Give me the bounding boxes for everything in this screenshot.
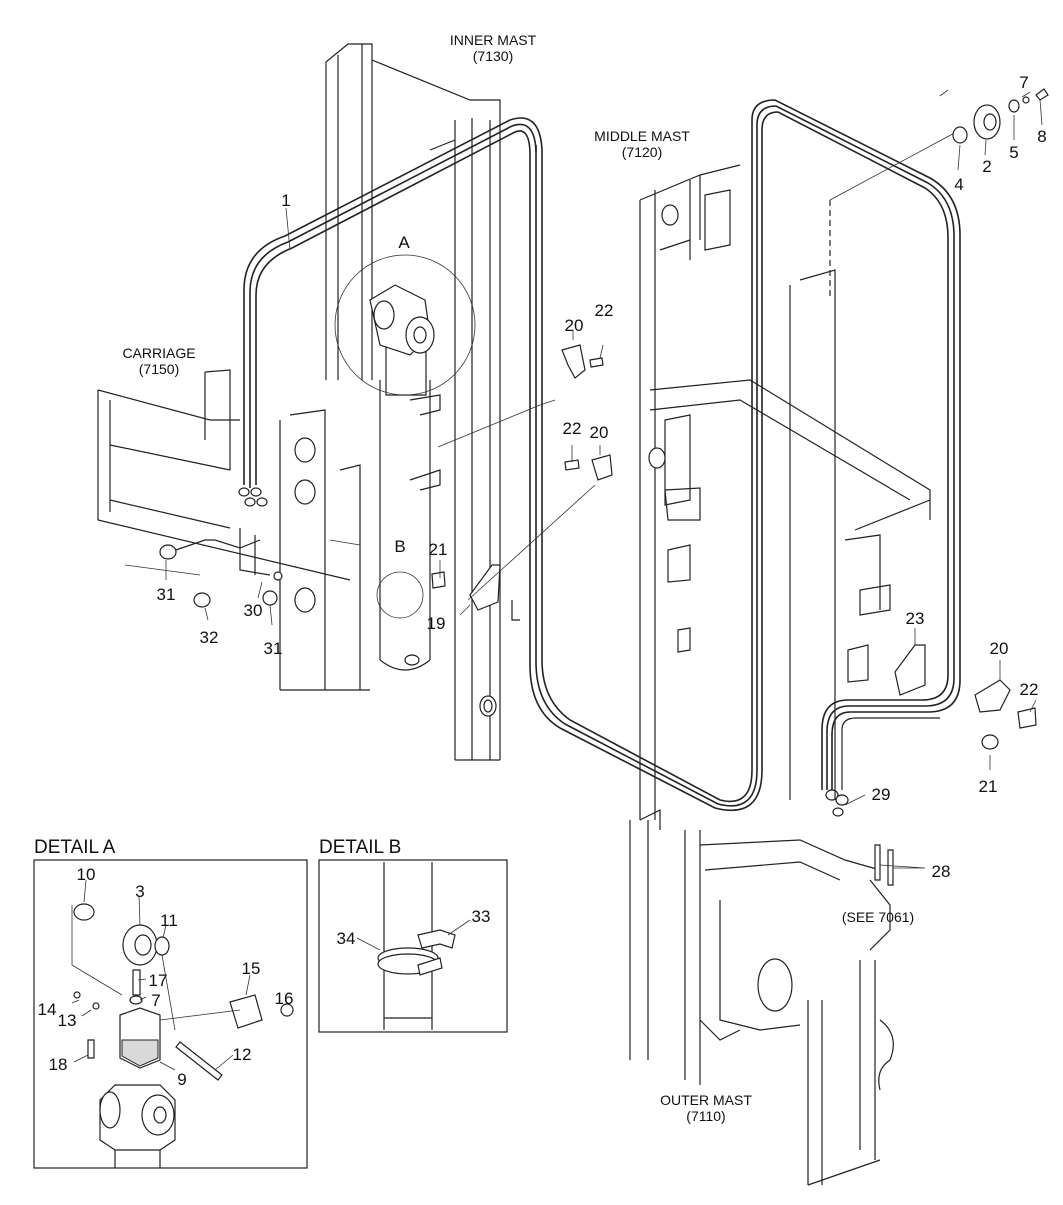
middle-mast-label: MIDDLE MAST [594,128,690,144]
carriage [97,369,370,691]
hose-1 [238,99,961,812]
part-17-bolt [132,969,141,996]
detail-a-frame [33,859,308,1169]
circle-b-label: B [394,537,405,556]
callout-5: 5 [1009,143,1018,162]
part-7-washer-detail [129,995,143,1005]
part-7-washer [1022,96,1030,104]
part-5-washer [1008,99,1020,113]
callout-15: 15 [242,959,261,978]
part-19-bracket [469,564,501,611]
callout-16: 16 [275,989,294,1008]
leader-pulley [829,129,961,201]
part-29-fitting [832,807,844,817]
callout-7: 7 [1019,73,1028,92]
part-13-washer [92,1002,100,1010]
pulley-assembly [952,88,1049,144]
part-22-bolt-right [1017,707,1037,729]
callout-20-upper: 20 [565,316,584,335]
part-20-clamp-upper [561,344,586,379]
detail-b-title: DETAIL B [319,837,401,858]
middle-mast [639,164,931,830]
part-18-pin [87,1039,95,1059]
leader-lines [165,89,1043,869]
callout-9: 9 [177,1070,186,1089]
callout-32: 32 [200,628,219,647]
brackets [431,344,1037,886]
callout-22-upper: 22 [595,301,614,320]
callout-18: 18 [49,1055,68,1074]
callout-8: 8 [1037,127,1046,146]
part-32-fitting [193,592,211,608]
callout-19: 19 [427,614,446,633]
outer-mast-label: OUTER MAST [660,1092,752,1108]
callout-29: 29 [872,785,891,804]
carriage-fittings [159,528,283,608]
callout-20-right: 20 [990,639,1009,658]
part-28-pin-a [874,844,881,881]
callout-30: 30 [244,601,263,620]
callout-12: 12 [233,1045,252,1064]
callout-2: 2 [982,157,991,176]
part-21-bolt-right [981,734,999,750]
callout-31-right: 31 [264,639,283,658]
part-30-fitting [273,571,283,581]
callout-14: 14 [38,1000,57,1019]
part-10-spacer [73,903,95,921]
detail-a-title: DETAIL A [34,837,116,858]
callout-21-right: 21 [979,777,998,796]
callout-31-left: 31 [157,585,176,604]
callout-22-right: 22 [1020,680,1039,699]
outer-mast [629,820,894,1186]
middle-mast-code: (7120) [622,144,662,160]
part-21-bolt-left [431,571,446,589]
part-31-fitting-right [262,590,278,606]
part-12-bolt [175,1041,223,1081]
carriage-label: CARRIAGE [122,345,195,361]
part-31-fitting-left [159,544,177,560]
carriage-code: (7150) [139,361,179,377]
callout-33: 33 [472,907,491,926]
part-15-bracket [229,994,263,1029]
callout-13: 13 [58,1011,77,1030]
callout-1: 1 [281,191,290,210]
callout-28: 28 [932,862,951,881]
part-11-spacer [154,936,170,956]
part-23-bracket [894,644,926,696]
callout-3: 3 [135,882,144,901]
inner-mast-label: INNER MAST [450,32,537,48]
part-20-clamp-mid [591,454,613,481]
part-28-pin-b [887,849,894,886]
callout-34: 34 [337,929,356,948]
callout-23: 23 [906,609,925,628]
part-8-bolt [1035,88,1049,101]
detail-a: DETAIL A 10 3 [33,837,308,1169]
detail-b-frame [318,859,508,1033]
callout-4: 4 [954,175,963,194]
part-22-bolt-upper [589,357,604,368]
part-22-bolt-mid [564,459,580,471]
inner-mast-code: (7130) [473,48,513,64]
lift-cylinder [334,254,476,671]
callout-11: 11 [160,911,178,930]
circle-a-label: A [398,233,410,252]
callout-17: 17 [149,971,168,990]
part-20-clamp-right [974,679,1011,713]
part-14-washer [73,991,81,999]
part-4-spacer [952,126,968,144]
callout-21-left: 21 [429,540,448,559]
callout-10: 10 [77,865,96,884]
part-33-clamp [417,929,456,949]
callout-7-detail: 7 [151,991,160,1010]
outer-mast-code: (7110) [686,1108,725,1124]
callout-20-mid: 20 [590,423,609,442]
detail-b: DETAIL B 34 33 [318,837,508,1033]
callout-numbers: 1 2 4 5 7 8 20 22 22 20 21 19 23 20 22 2… [157,73,1047,881]
see-reference-label: (SEE 7061) [842,909,914,925]
inner-mast [325,43,520,761]
callout-22-mid: 22 [563,419,582,438]
